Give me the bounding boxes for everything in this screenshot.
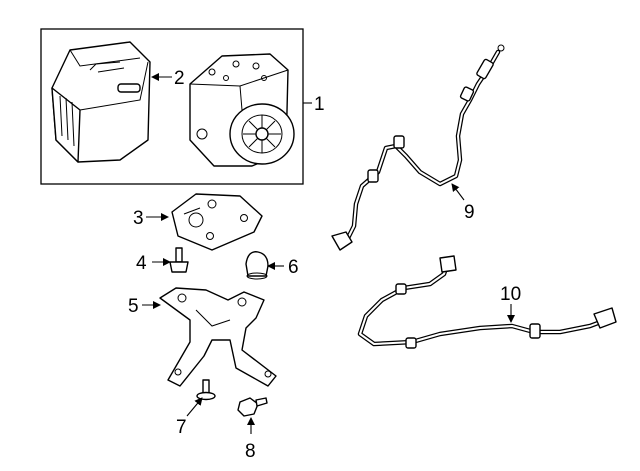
- callout-labels: 1 2 3 4 5 6 7 8 9 10: [128, 68, 521, 462]
- callout-3: 3: [133, 208, 144, 229]
- callout-2: 2: [174, 68, 185, 89]
- leader-lines: [142, 73, 515, 434]
- rear-speed-sensor: [357, 255, 617, 349]
- control-module: [51, 41, 151, 163]
- callout-9: 9: [464, 202, 475, 223]
- callout-8: 8: [245, 441, 256, 462]
- callout-1: 1: [314, 94, 325, 115]
- grommet: [245, 251, 269, 280]
- callout-7: 7: [176, 417, 187, 438]
- bolt: [169, 247, 189, 273]
- front-speed-sensor: [331, 44, 505, 251]
- hydraulic-modulator: [189, 53, 295, 167]
- callout-10: 10: [500, 284, 521, 305]
- callout-4: 4: [136, 253, 147, 274]
- mounting-plate: [171, 193, 263, 251]
- pin-bolt: [196, 379, 216, 401]
- flange-bolt: [237, 397, 268, 417]
- callout-6: 6: [288, 257, 299, 278]
- callout-5: 5: [128, 296, 139, 317]
- bracket: [159, 287, 277, 387]
- abs-assembly-box: [40, 28, 312, 185]
